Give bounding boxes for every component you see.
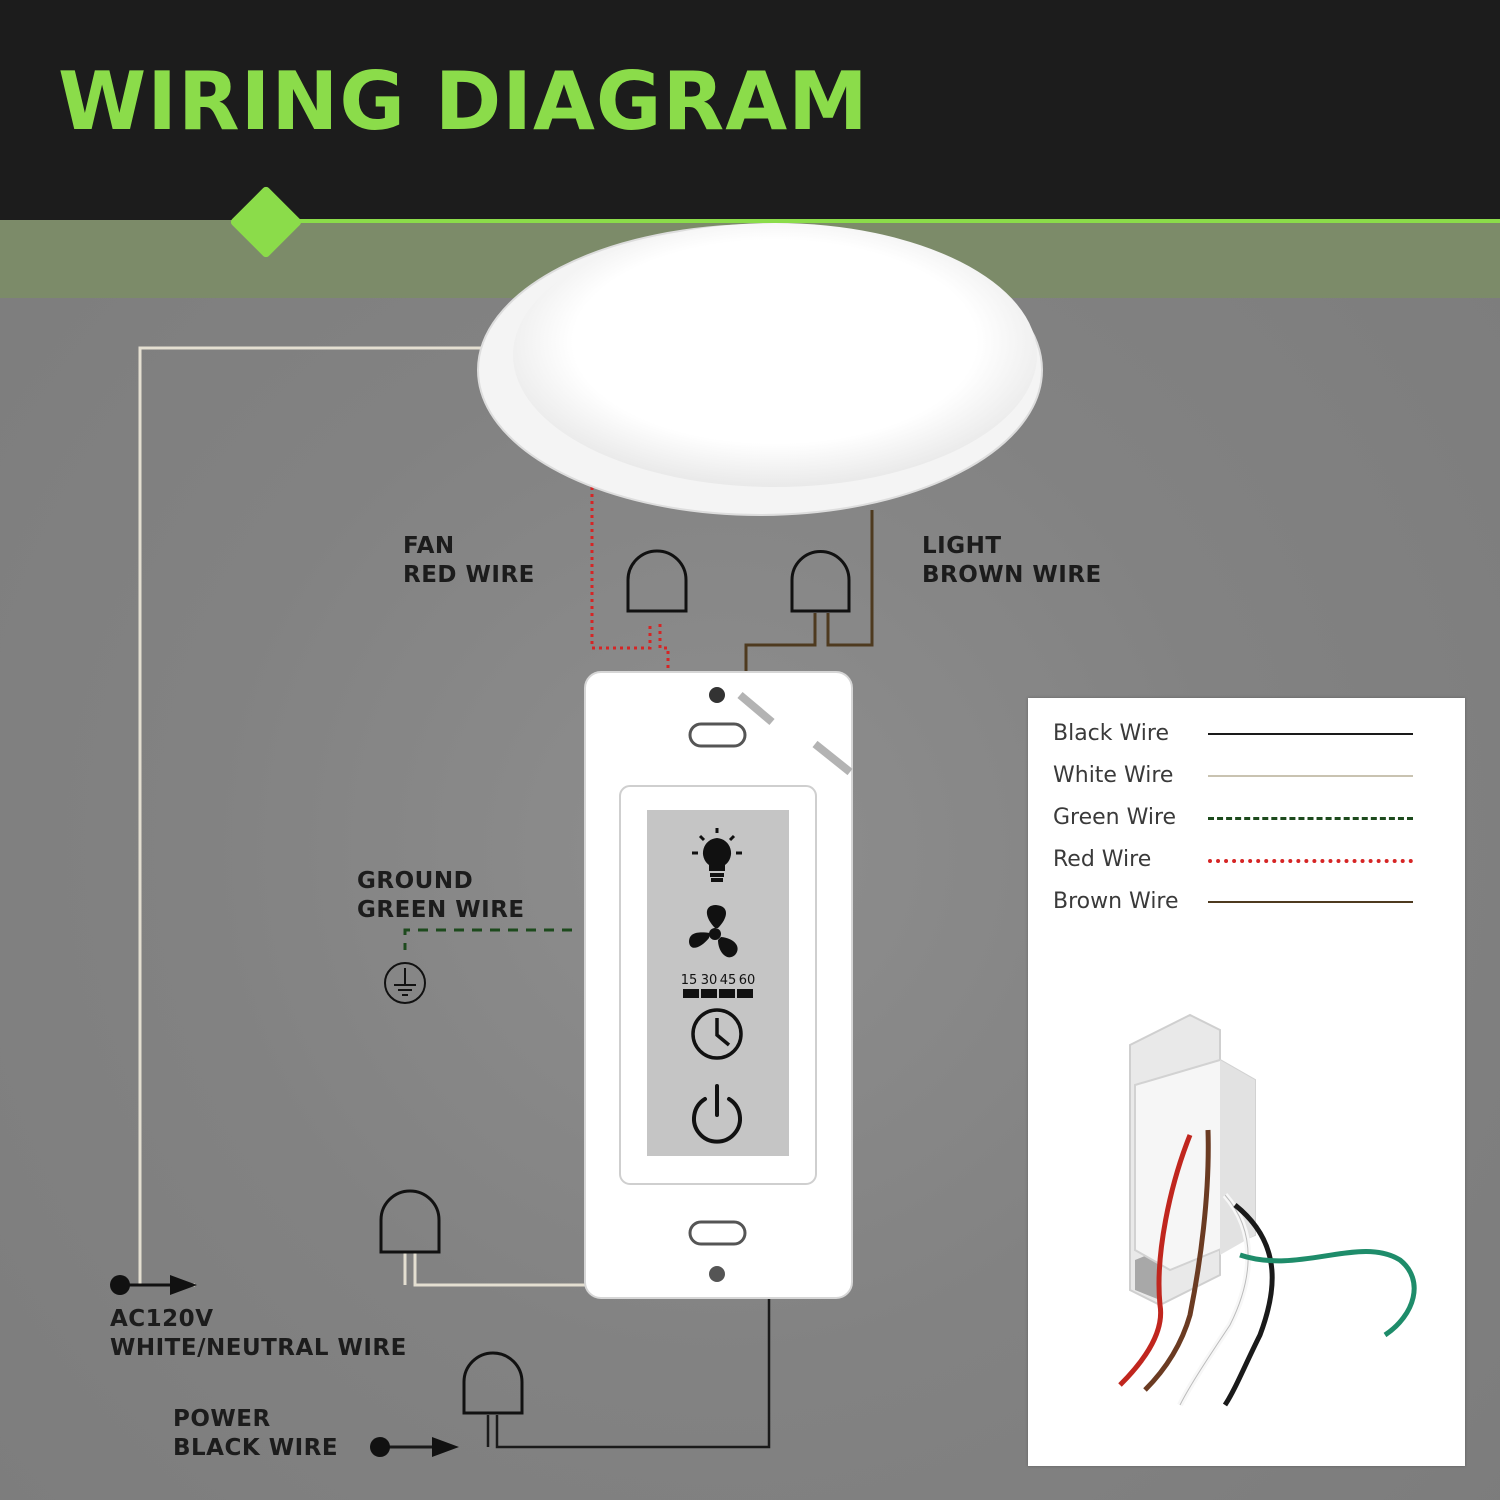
screw-top — [709, 687, 725, 703]
white-wire-to-switch — [413, 1253, 585, 1287]
wall-switch — [584, 671, 853, 1299]
red-wire — [590, 480, 652, 650]
light-bulb-icon — [692, 828, 742, 882]
brown-wire-to-switch — [744, 613, 817, 672]
wire-nut-black — [462, 1351, 524, 1415]
legend-item-swatch — [1208, 733, 1413, 735]
accent-line — [270, 219, 1500, 223]
ground-icon — [384, 962, 426, 1004]
black-wire — [495, 1298, 771, 1449]
timer-value: 15 — [681, 973, 698, 988]
power-icon — [692, 1084, 742, 1144]
neutral-arrow — [170, 1275, 197, 1295]
legend-item-swatch — [1208, 901, 1413, 903]
power-arrow — [432, 1437, 459, 1457]
power-input-dot — [370, 1437, 390, 1457]
legend-item-swatch — [1208, 817, 1413, 820]
white-wire — [138, 346, 485, 1287]
timer-bars — [683, 989, 753, 998]
legend-item: Green Wire — [1053, 804, 1443, 832]
legend-item: White Wire — [1053, 762, 1443, 790]
legend-item-label: White Wire — [1053, 763, 1174, 788]
red-wire-to-switch — [658, 624, 670, 672]
switch-product-photo — [1118, 1013, 1417, 1407]
fan-icon — [689, 905, 738, 958]
wire-nut-red — [626, 549, 688, 613]
legend-item-label: Red Wire — [1053, 847, 1152, 872]
timer-value: 60 — [739, 973, 756, 988]
light-brown-wire-label: LIGHT BROWN WIRE — [922, 533, 1102, 588]
fan-red-wire-label: FAN RED WIRE — [403, 533, 535, 588]
legend-item-swatch — [1208, 859, 1413, 863]
legend-item-label: Black Wire — [1053, 721, 1169, 746]
mount-slot-top — [688, 722, 747, 748]
timer-value: 30 — [701, 973, 718, 988]
ceiling-light — [477, 223, 1043, 516]
ground-green-wire-label: GROUND GREEN WIRE — [357, 868, 525, 923]
clock-icon — [691, 1008, 743, 1060]
wire-nut-white — [379, 1189, 441, 1254]
mount-slot-bottom — [688, 1220, 747, 1246]
legend-item: Black Wire — [1053, 720, 1443, 748]
legend-item: Brown Wire — [1053, 888, 1443, 916]
timer-value: 45 — [720, 973, 737, 988]
screw-bottom — [709, 1266, 725, 1282]
legend-item-label: Brown Wire — [1053, 889, 1179, 914]
wire-nut-brown — [790, 550, 851, 613]
green-wire — [403, 928, 572, 950]
page-title: WIRING DIAGRAM — [58, 55, 869, 148]
legend-item-label: Green Wire — [1053, 805, 1177, 830]
neutral-white-wire-label: AC120V WHITE/NEUTRAL WIRE — [110, 1306, 407, 1361]
legend-item: Red Wire — [1053, 846, 1443, 874]
legend-item-swatch — [1208, 775, 1413, 777]
header-bar: WIRING DIAGRAM — [0, 0, 1500, 220]
power-black-wire-label: POWER BLACK WIRE — [173, 1406, 339, 1461]
brown-wire — [826, 510, 874, 647]
